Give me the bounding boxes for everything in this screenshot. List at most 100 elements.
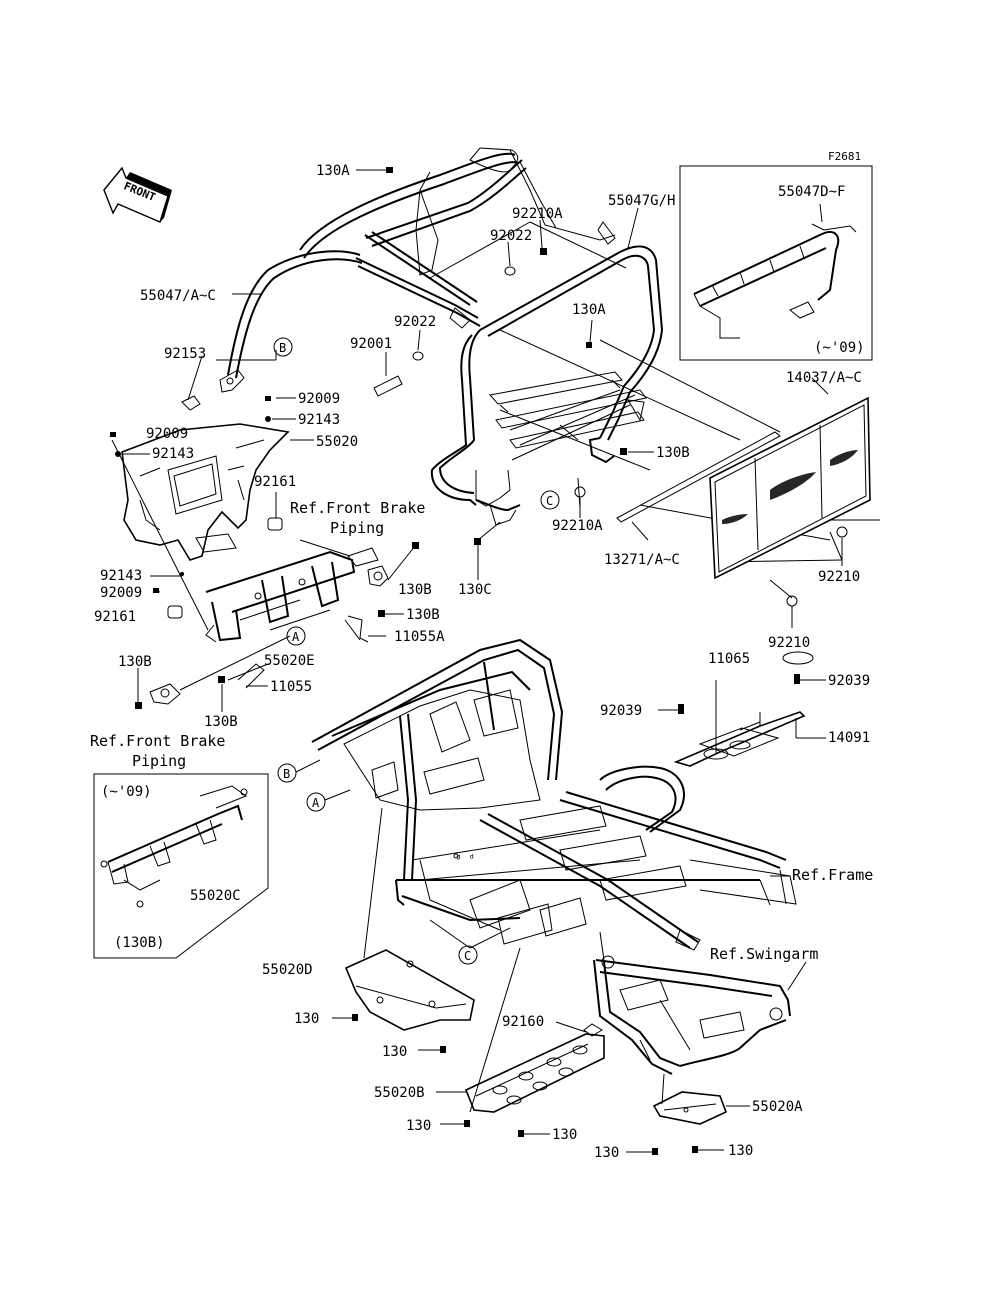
front-panel-55020 [121,423,290,561]
figure-code: F2681 [828,150,861,163]
part-label: 55020E [264,653,315,669]
washer-icon [412,351,424,361]
part-label: 13271/A~C [604,552,680,568]
rear-u-bar-55047gh [430,245,664,526]
clip-92039-icon [678,704,684,714]
part-label: 130A [316,163,350,179]
ref-front-brake-piping-lower-2: Piping [132,752,186,770]
inset-55020c: (~'09) 55020C (130B) [93,773,269,959]
part-label: 130 [552,1127,577,1143]
ref-frame: Ref.Frame [792,866,873,884]
screw-icon [110,432,116,437]
svg-text:A: A [312,796,320,810]
clip-icon [180,572,184,576]
part-label: 92210A [512,206,563,222]
lower-leader-lines [363,807,665,1113]
skid-plate-55020d [344,949,475,1031]
part-label: 11055A [394,629,445,645]
part-label: 130A [572,302,606,318]
part-label: 130B [204,714,238,730]
callout-c-lower: C [458,945,478,965]
nut-icon [574,486,586,498]
part-label: 130B [656,445,690,461]
svg-text:B: B [283,767,290,781]
bolt-icon [652,1148,658,1155]
swingarm [593,955,791,1075]
bolt-icon [620,448,627,455]
callout-a-lower: A [306,789,351,812]
bolt-icon [474,538,481,545]
svg-text:C: C [546,494,553,508]
part-label: 55020B [374,1085,425,1101]
clamp-11055-icon [237,663,265,689]
mesh-panel-14037 [616,396,871,580]
part-label: 14091 [828,730,870,746]
inset-note-top: (~'09) [814,340,865,356]
screw-icon [265,396,271,401]
callouts: B C A B A C [273,337,560,965]
part-label: 55020 [316,434,358,450]
part-label: 55020A [752,1099,803,1115]
upper-leader-lines [429,221,880,599]
callout-b-lower: B [277,759,321,783]
clip-icon [265,416,271,422]
skid-plate-55020b [464,1023,605,1113]
part-label: 92210 [818,569,860,585]
part-label: 92143 [298,412,340,428]
part-label: 55020D [262,962,313,978]
callout-c-upper: C [540,490,560,510]
part-label: 11065 [708,651,750,667]
part-label: 130 [294,1011,319,1027]
callout-a-upper: A [286,626,306,646]
nut-icon [540,248,547,255]
ref-front-brake-piping-upper-2: Piping [330,519,384,537]
front-arrow-icon: FRONT [103,166,172,223]
part-label: 130 [406,1118,431,1134]
bolt-icon [440,1046,446,1053]
nut-icon [836,526,848,538]
part-label: 92039 [600,703,642,719]
part-label: 92001 [350,336,392,352]
part-label: 92022 [394,314,436,330]
part-label: 92153 [164,346,206,362]
ref-front-brake-piping-lower-1: Ref.Front Brake [90,732,225,750]
part-label: 92210A [552,518,603,534]
svg-text:B: B [279,341,286,355]
inset-note-top-left: (~'09) [101,784,152,800]
part-label: 92143 [152,446,194,462]
front-bracket-assembly [149,517,389,705]
part-label: 92143 [100,568,142,584]
rear-rack-cross-plates [489,371,647,449]
part-label: 92022 [490,228,532,244]
part-label: 130 [382,1044,407,1060]
part-label: 92009 [298,391,340,407]
inset-note-bottom: (130B) [114,935,165,951]
part-label-55020c: 55020C [190,888,241,904]
reference-labels: Ref.Front Brake Piping Ref.Front Brake P… [90,499,873,963]
plate-14091 [673,651,814,767]
bolt-icon [135,702,142,709]
part-label: 130B [118,654,152,670]
part-label: 92009 [146,426,188,442]
bolt-icon [218,676,225,683]
part-label: 92039 [828,673,870,689]
inset-55047df: 55047D~F (~'09) [679,165,873,361]
part-label: 130B [406,607,440,623]
part-label: 55047G/H [608,193,675,209]
part-label: 130C [458,582,492,598]
label-leaders [122,169,843,1153]
part-label: 130 [594,1145,619,1161]
part-label: 130B [398,582,432,598]
ref-front-brake-piping-upper-1: Ref.Front Brake [290,499,425,517]
svg-text:A: A [292,630,300,644]
skid-plate-55020a [652,1091,728,1125]
part-labels: 130A 55047G/H 92210A 92022 55047/A~C 130… [94,163,870,1161]
ref-swingarm: Ref.Swingarm [710,945,818,963]
frame-mark: ᵍ ᵈ [455,852,475,865]
bolt-icon [692,1146,698,1153]
svg-text:C: C [464,949,471,963]
hose-clamp-11055a-icon [347,615,369,643]
callout-b-upper: B [273,337,293,357]
